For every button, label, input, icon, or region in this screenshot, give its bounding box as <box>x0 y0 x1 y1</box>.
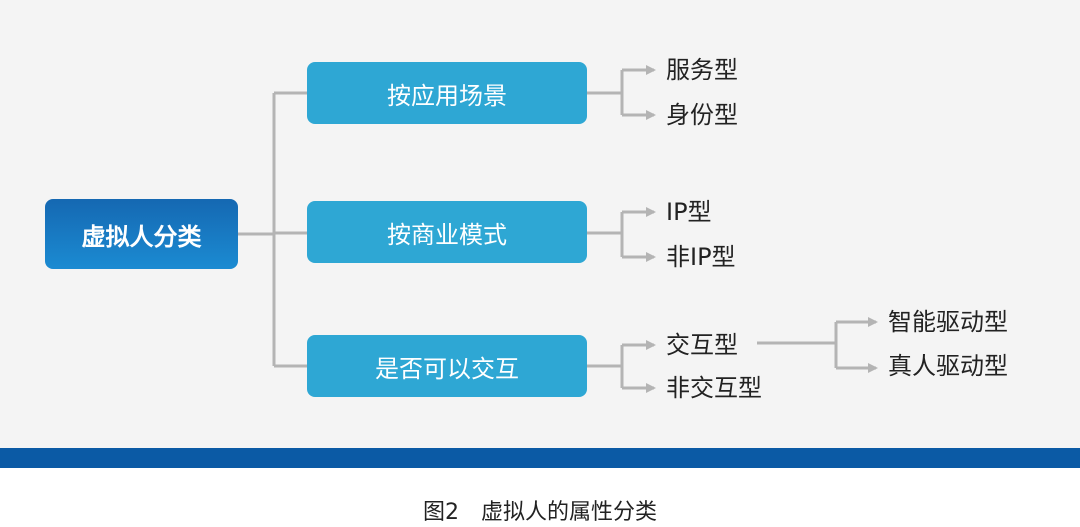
sub-leaf-node: 智能驱动型 <box>888 308 1008 336</box>
figure-caption: 图2 虚拟人的属性分类 <box>423 500 657 525</box>
leaf-node: 交互型 <box>666 331 738 359</box>
leaf-node: IP型 <box>666 198 712 226</box>
category-node-business: 按商业模式 <box>307 201 587 263</box>
leaf-node: 服务型 <box>666 56 738 84</box>
sub-leaf-node: 真人驱动型 <box>888 352 1008 380</box>
category-node-interaction: 是否可以交互 <box>307 335 587 397</box>
root-node: 虚拟人分类 <box>45 199 238 269</box>
leaf-node: 非IP型 <box>666 243 736 271</box>
leaf-node: 身份型 <box>666 101 738 129</box>
connector-lines <box>238 65 878 393</box>
leaf-node: 非交互型 <box>666 374 762 402</box>
category-node-scenario: 按应用场景 <box>307 62 587 124</box>
divider-bar <box>0 448 1080 468</box>
